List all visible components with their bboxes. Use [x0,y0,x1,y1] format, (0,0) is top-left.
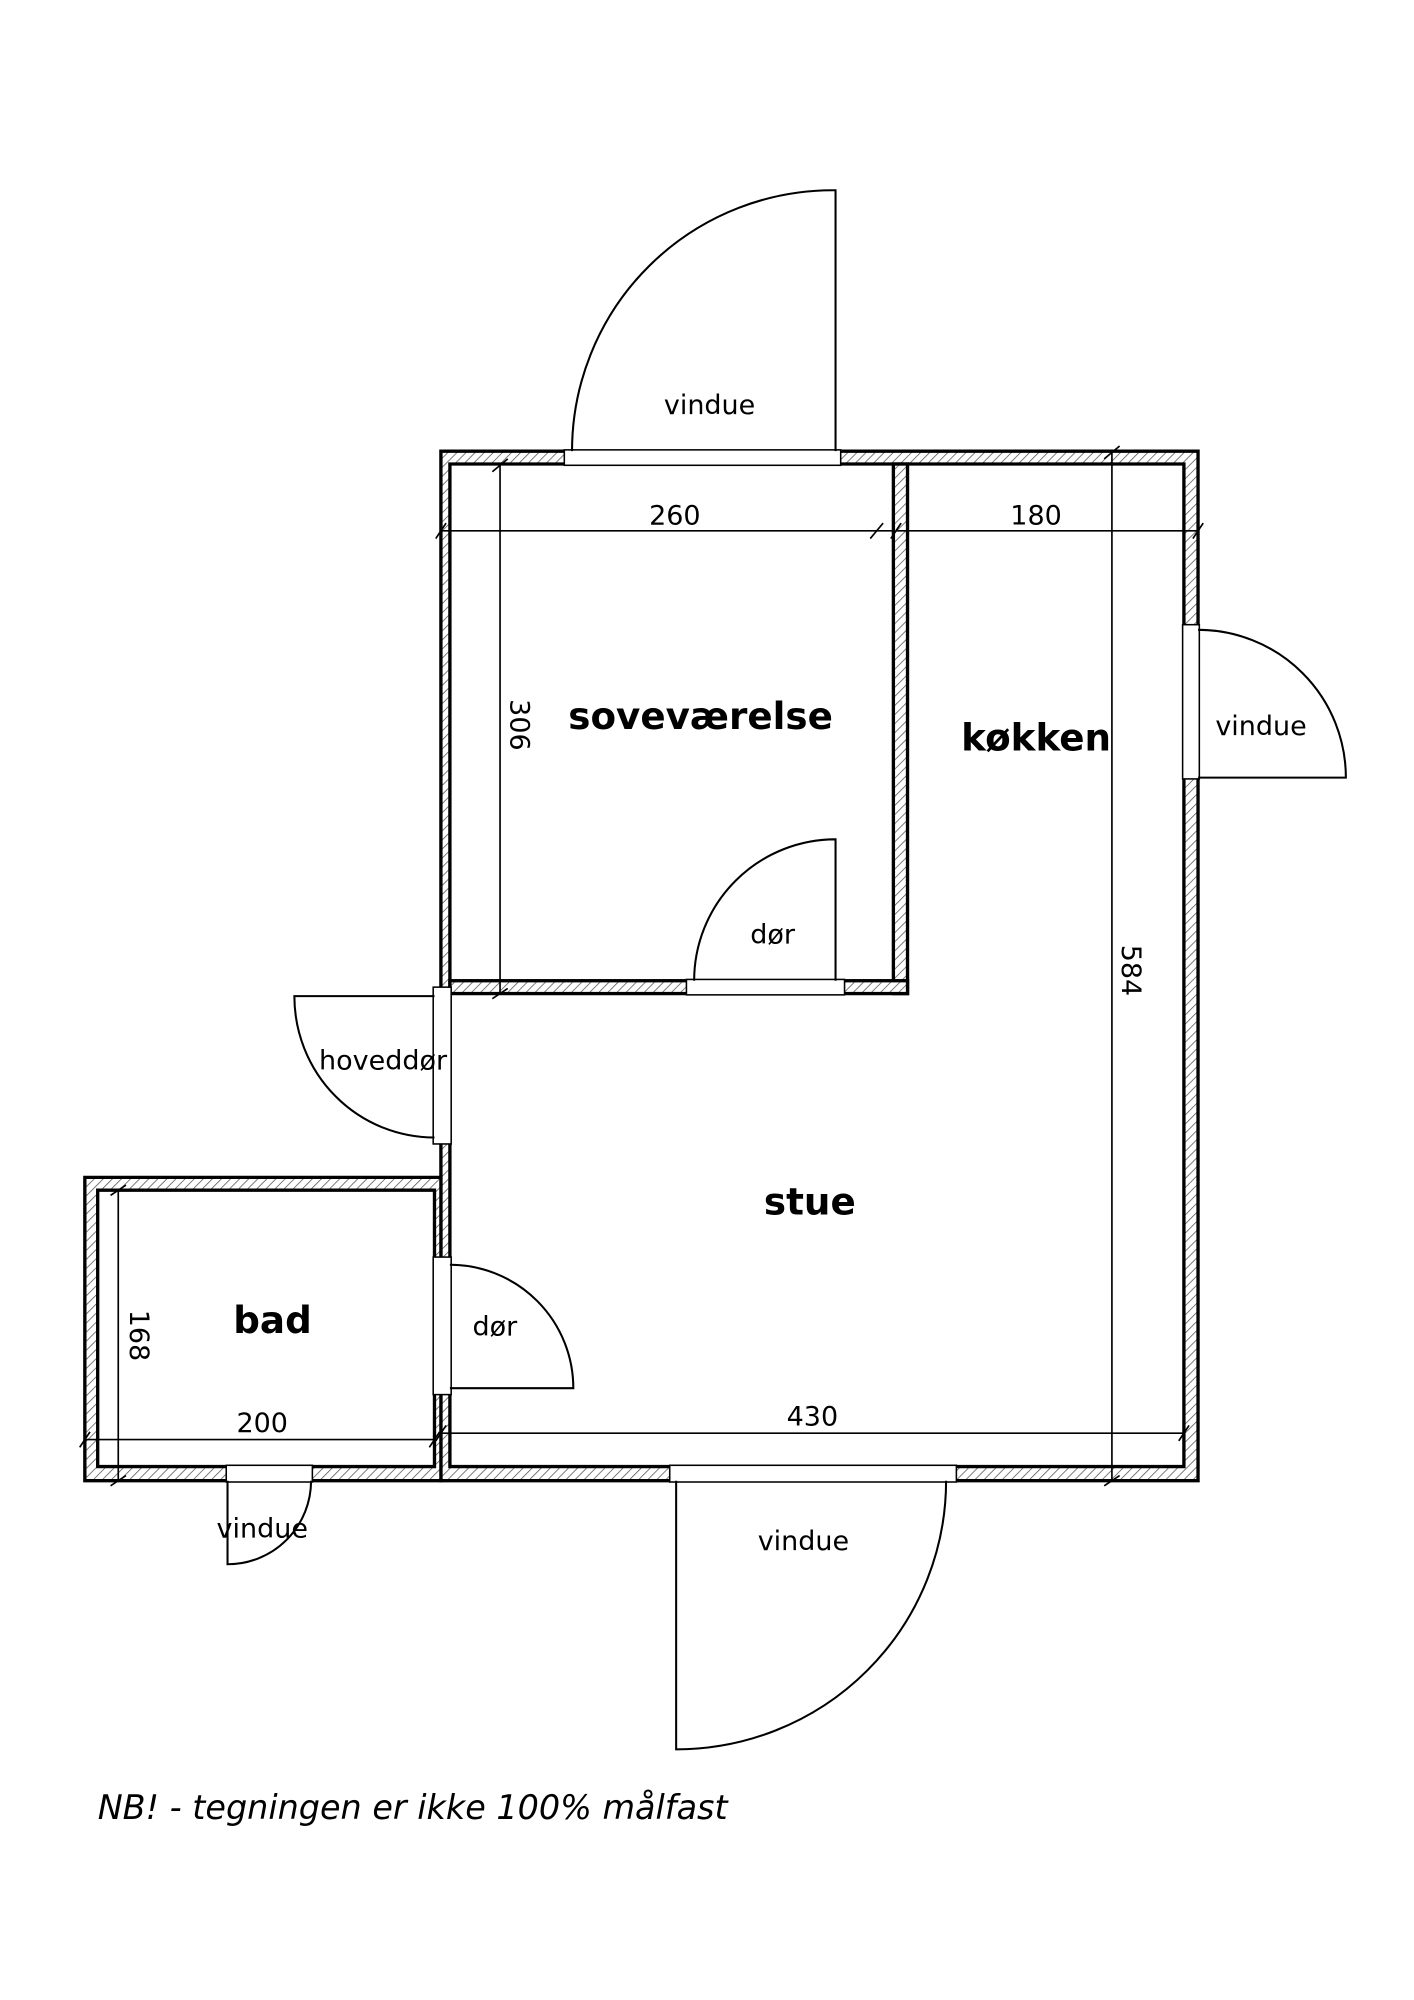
dim-living-width: 430 [787,1401,839,1432]
label-door-bath: dør [473,1311,519,1342]
dim-bedroom-depth: 306 [503,699,534,751]
dim-bath-width: 200 [236,1408,288,1439]
dimension-lines [79,445,1204,1487]
label-door-bedroom: dør [750,919,796,950]
main-door-swing [293,995,435,1139]
scale-note: NB! - tegningen er ikke 100% målfast [98,1788,730,1827]
dim-total-depth: 584 [1115,945,1146,997]
window-bottom-swing [675,1480,948,1751]
label-main-door: hoveddør [319,1045,448,1076]
label-window-top: vindue [664,390,755,421]
label-window-right: vindue [1215,711,1306,742]
door-bedroom-swing [693,838,837,981]
label-window-bath: vindue [217,1513,308,1544]
swings [226,189,1347,1751]
openings [225,449,1201,1483]
room-living: stue [764,1180,856,1224]
label-window-bottom: vindue [758,1526,849,1557]
window-right-swing [1198,628,1347,779]
dimension-labels: 260 180 306 584 430 200 168 [123,500,1146,1438]
opening-labels: vindue vindue dør hoveddør dør vindue vi… [217,390,1307,1557]
room-labels: soveværelse køkken stue bad [233,694,1111,1342]
window-bath-swing [226,1480,313,1566]
window-top-swing [570,189,837,452]
dim-bedroom-width: 260 [649,500,701,531]
room-bedroom: soveværelse [568,694,833,738]
room-kitchen: køkken [961,716,1111,760]
dim-kitchen-width: 180 [1010,500,1062,531]
dim-bath-depth: 168 [123,1310,154,1362]
door-bath-swing [449,1263,575,1390]
room-bath: bad [233,1298,312,1342]
